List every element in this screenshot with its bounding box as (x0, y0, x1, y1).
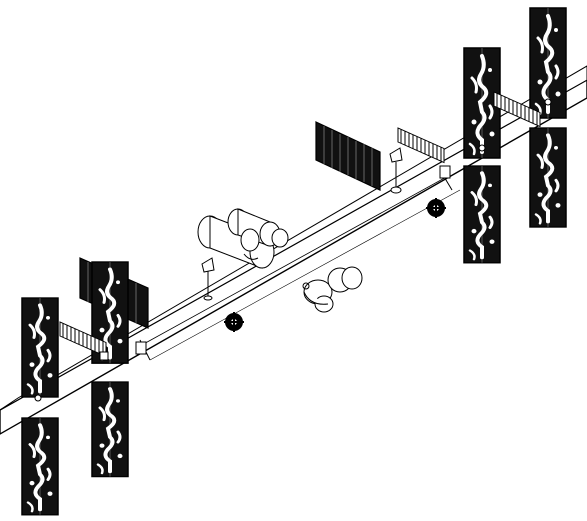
mast-antenna-center (201, 257, 215, 301)
mast-antenna-right (389, 147, 403, 194)
solar-array-right-lower-outer (528, 126, 568, 229)
truss-fittings (34, 98, 552, 402)
docking-port-hub-center (224, 312, 244, 332)
solar-array-left-lower-inner (20, 416, 60, 517)
solar-array-right-lower-inner (462, 164, 502, 265)
radiator-panel-center (315, 121, 381, 191)
docking-port-hub-right (426, 198, 446, 218)
node-module-cluster (302, 266, 363, 313)
solar-array-left-upper-inner (20, 296, 60, 399)
solar-array-left-lower-outer (90, 380, 130, 479)
lab-module-cluster (197, 208, 289, 269)
